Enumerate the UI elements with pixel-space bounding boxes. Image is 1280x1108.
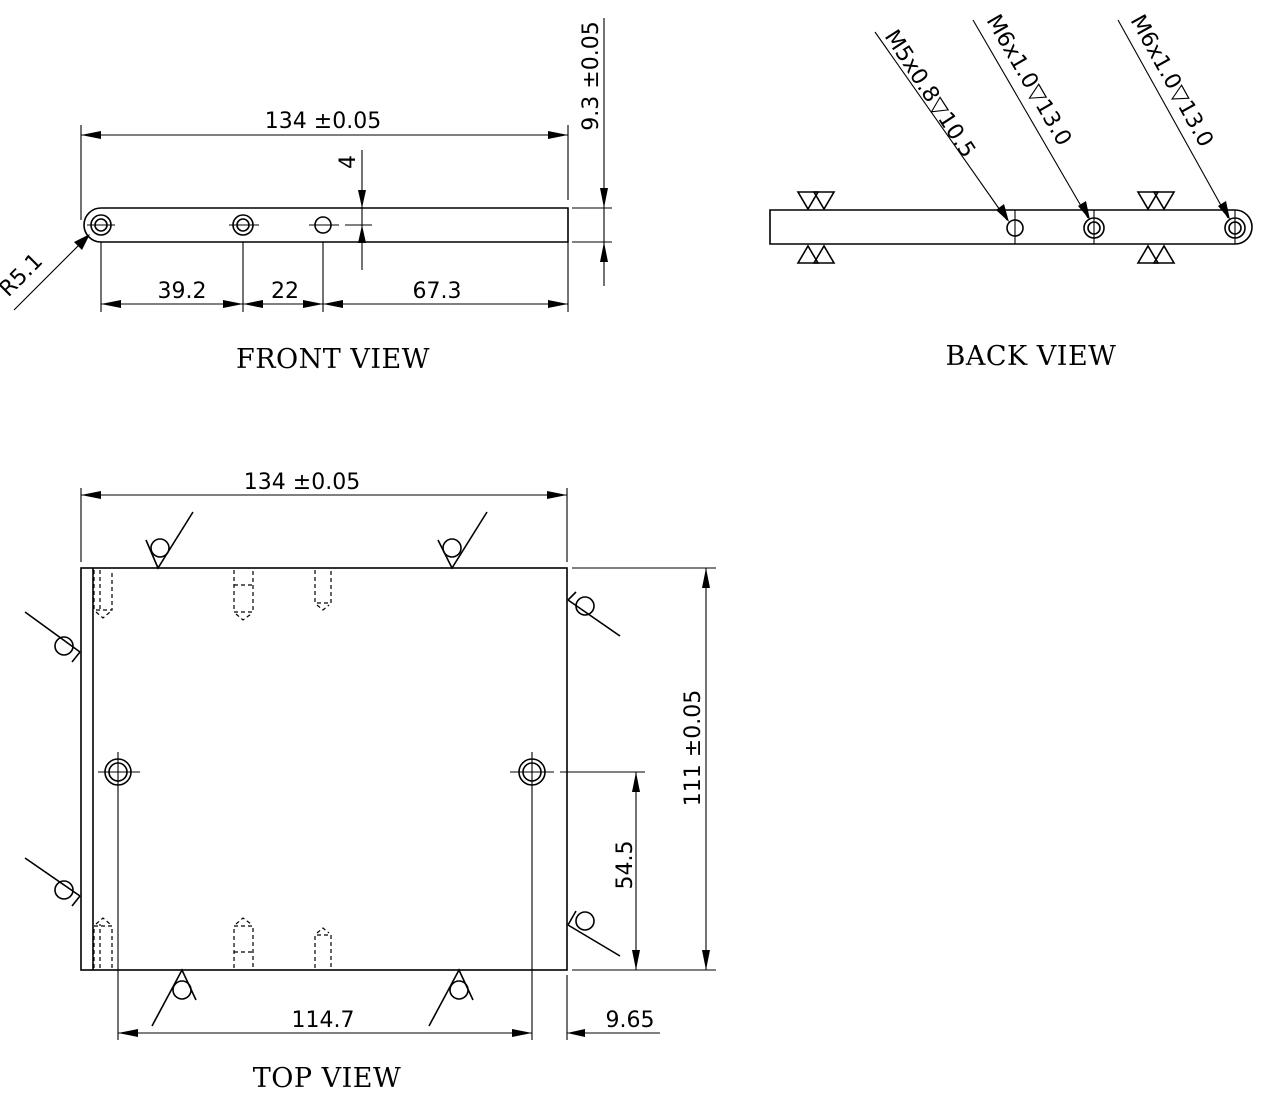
front-thickness-dim: 9.3 ±0.05 xyxy=(579,21,604,130)
finish-mark-right-2 xyxy=(567,910,621,957)
back-hole-2 xyxy=(1083,210,1105,244)
front-spacing-3: 67.3 xyxy=(413,279,462,304)
back-finish-mark-top-left xyxy=(796,191,836,211)
top-view: 134 ±0.05 111 ±0.05 54.5 114.7 9.65 TOP … xyxy=(24,470,716,1094)
front-hole-2 xyxy=(229,214,259,236)
back-view: M5x0.8▽10.5 M6x1.0▽13.0 M6x1.0▽13.0 BACK… xyxy=(769,11,1253,372)
front-spacing-2: 22 xyxy=(271,279,299,304)
finish-mark-top-2 xyxy=(437,511,488,570)
top-hole-left xyxy=(98,752,140,1040)
back-hole-1 xyxy=(1006,210,1024,244)
top-height-dim: 111 ±0.05 xyxy=(681,690,706,806)
top-hole-pitch-dim: 114.7 xyxy=(292,1008,355,1033)
hidden-hole-bottom-2 xyxy=(233,917,254,968)
back-hole-3 xyxy=(1224,210,1246,244)
finish-mark-bottom-1 xyxy=(151,968,197,1027)
back-finish-mark-top-right xyxy=(1136,191,1176,211)
hidden-hole-top-1 xyxy=(93,570,113,619)
front-hole-3 xyxy=(309,216,339,234)
top-view-title: TOP VIEW xyxy=(253,1063,402,1094)
back-finish-mark-bottom-right xyxy=(1136,244,1176,264)
front-hole-1 xyxy=(87,214,115,236)
top-view-plate xyxy=(80,567,568,971)
top-hole-height-dim: 54.5 xyxy=(613,841,638,890)
back-callout-2: M6x1.0▽13.0 xyxy=(981,11,1076,151)
hidden-hole-top-2 xyxy=(233,570,254,621)
finish-mark-bottom-2 xyxy=(428,968,474,1027)
finish-mark-right-1 xyxy=(567,591,621,637)
front-hole-offset-dim: 4 xyxy=(336,155,361,169)
back-view-title: BACK VIEW xyxy=(946,341,1117,372)
back-callout-1: M5x0.8▽10.5 xyxy=(879,26,980,163)
hidden-hole-bottom-1 xyxy=(93,917,113,968)
finish-mark-left-2 xyxy=(24,857,81,907)
front-spacing-1: 39.2 xyxy=(158,279,207,304)
finish-mark-left-1 xyxy=(24,611,81,663)
back-view-bar xyxy=(769,209,1253,245)
front-view-bar xyxy=(83,207,569,243)
front-length-dim: 134 ±0.05 xyxy=(265,109,381,134)
front-view-title: FRONT VIEW xyxy=(236,344,430,375)
back-finish-mark-bottom-left xyxy=(796,244,836,264)
back-callout-3: M6x1.0▽13.0 xyxy=(1125,11,1218,152)
hidden-hole-top-3 xyxy=(314,570,332,611)
top-edge-offset-dim: 9.65 xyxy=(606,1008,655,1033)
finish-mark-top-1 xyxy=(145,511,194,570)
front-view: 134 ±0.05 9.3 ±0.05 4 R5.1 39.2 22 67.3 … xyxy=(0,18,612,375)
top-hole-right xyxy=(510,752,645,1040)
top-width-dim: 134 ±0.05 xyxy=(244,470,360,495)
hidden-hole-bottom-3 xyxy=(314,927,332,968)
front-radius-label: R5.1 xyxy=(0,249,48,302)
